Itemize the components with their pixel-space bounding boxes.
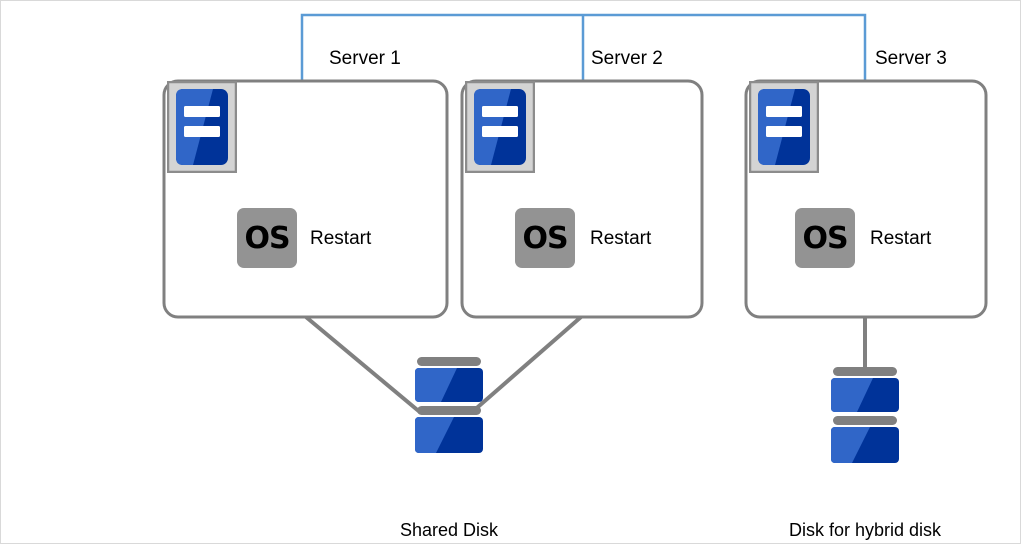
server-unit-icon-1 [167, 81, 237, 173]
shared-disk-caption: Shared Disk for hybrid disk resource [249, 474, 649, 543]
server-3-title: Server 3 [875, 48, 947, 69]
conn-server2-shared [469, 315, 583, 415]
os-badge-2: OS [515, 208, 575, 268]
connector-lines [304, 315, 867, 415]
local-disk-caption-line1: Disk for hybrid disk [788, 520, 942, 540]
os-badge-1: OS [237, 208, 297, 268]
local-disk-icon [831, 367, 899, 463]
local-disk-caption: Disk for hybrid disk resource [715, 474, 1015, 543]
os-badge-3-label: OS [802, 220, 848, 256]
shared-disk-icon [415, 357, 483, 453]
server-2-status-label: Restart [590, 228, 652, 249]
os-badge-3: OS [795, 208, 855, 268]
shared-disk-caption-line1: Shared Disk [399, 520, 499, 540]
server-group-bracket [300, 13, 867, 81]
server-1-title: Server 1 [329, 48, 401, 69]
server-1-status-label: Restart [310, 228, 372, 249]
os-badge-2-label: OS [522, 220, 568, 256]
server-2-title: Server 2 [591, 48, 663, 69]
os-badge-1-label: OS [244, 220, 290, 256]
server-unit-icon-2 [465, 81, 535, 173]
conn-server1-shared [304, 315, 423, 415]
server-unit-icon-3 [749, 81, 819, 173]
server-3-status-label: Restart [870, 228, 932, 249]
